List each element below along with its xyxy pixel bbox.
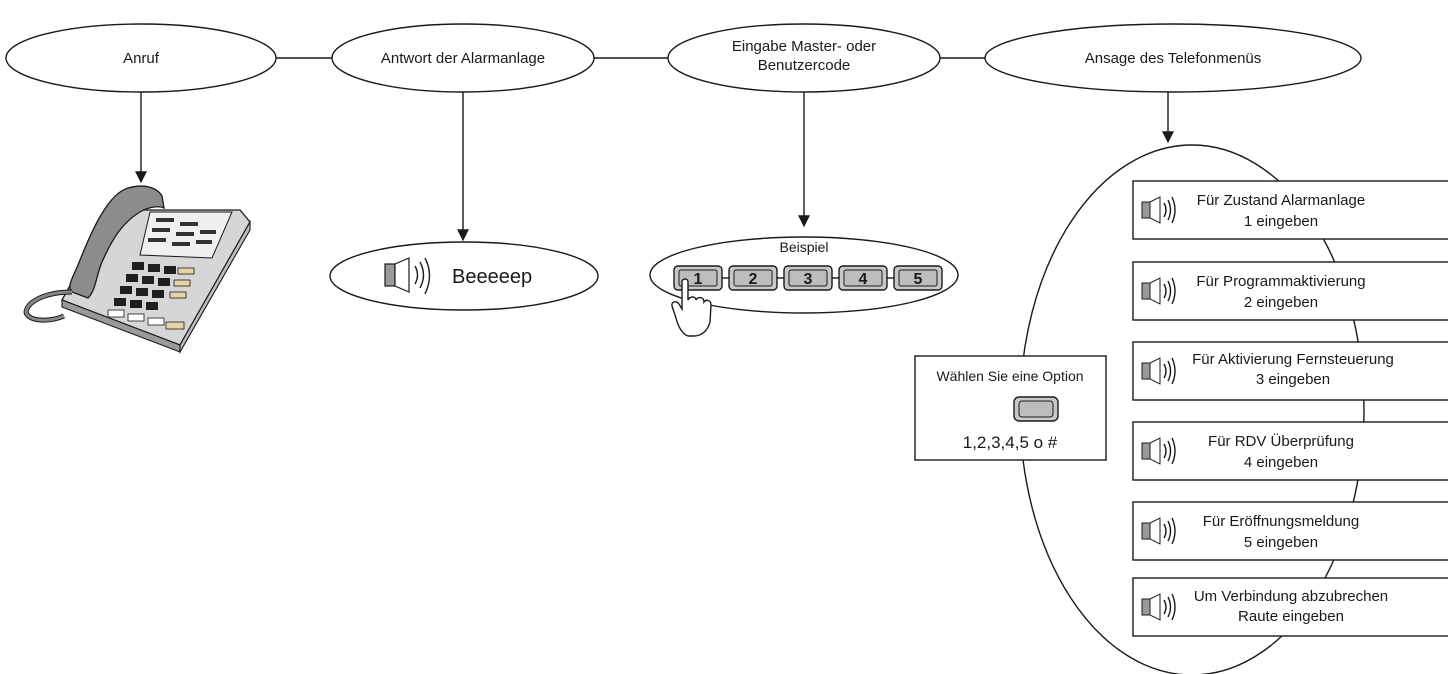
key-1: 1 (673, 265, 723, 291)
pointing-hand-icon (671, 278, 712, 337)
example-keypad: Beispiel 1 2 3 4 5 (649, 236, 959, 337)
menu-item-3-line1: Für Aktivierung Fernsteuerung (1192, 351, 1394, 368)
telephone-icon (23, 185, 251, 355)
svg-text:3: 3 (804, 271, 813, 288)
menu-item-1-line1: Für Zustand Alarmanlage (1197, 192, 1365, 209)
menu-item-5-line1: Für Eröffnungsmeldung (1203, 513, 1359, 530)
flow-arrows (135, 92, 1174, 242)
step-eingabe-label-2: Benutzercode (758, 57, 851, 74)
beep-bubble: Beeeeep (329, 241, 599, 311)
speaker-icon (1141, 437, 1176, 465)
menu-item-4-line1: Für RDV Überprüfung (1208, 432, 1354, 450)
speaker-icon (384, 257, 431, 295)
speaker-icon (1141, 357, 1176, 385)
speaker-icon (1141, 277, 1176, 305)
menu-item-4-line2: 4 eingeben (1244, 454, 1318, 471)
option-box: Wählen Sie eine Option 1,2,3,4,5 o # (914, 355, 1107, 461)
menu-item-1: Für Zustand Alarmanlage 1 eingeben (1132, 180, 1448, 240)
menu-item-5: Für Eröffnungsmeldung 5 eingeben (1132, 501, 1448, 561)
menu-item-2-line1: Für Programmaktivierung (1196, 273, 1365, 290)
menu-item-6: Um Verbindung abzubrechen Raute eingeben (1132, 577, 1448, 637)
step-eingabe-label-1: Eingabe Master- oder (732, 38, 876, 55)
beep-text: Beeeeep (452, 266, 532, 288)
menu-item-5-line2: 5 eingeben (1244, 534, 1318, 551)
step-anruf-label: Anruf (123, 50, 160, 67)
key-4: 4 (838, 265, 888, 291)
menu-item-6-line1: Um Verbindung abzubrechen (1194, 588, 1388, 605)
menu-item-3-line2: 3 eingeben (1256, 371, 1330, 388)
step-anruf: Anruf (5, 23, 277, 93)
option-box-title: Wählen Sie eine Option (936, 368, 1083, 384)
option-box-choices: 1,2,3,4,5 o # (963, 433, 1058, 452)
step-antwort: Antwort der Alarmanlage (331, 23, 595, 93)
menu-item-1-line2: 1 eingeben (1244, 213, 1318, 230)
speaker-icon (1141, 517, 1176, 545)
step-antwort-label: Antwort der Alarmanlage (381, 50, 545, 67)
example-label: Beispiel (779, 239, 828, 255)
svg-text:5: 5 (914, 271, 923, 288)
step-ansage: Ansage des Telefonmenüs (984, 23, 1362, 93)
key-button-icon (1013, 396, 1059, 422)
key-5: 5 (893, 265, 943, 291)
speaker-icon (1141, 593, 1176, 621)
menu-item-2: Für Programmaktivierung 2 eingeben (1132, 261, 1448, 321)
menu-item-3: Für Aktivierung Fernsteuerung 3 eingeben (1132, 341, 1448, 401)
svg-text:2: 2 (749, 271, 758, 288)
svg-text:1: 1 (694, 271, 703, 288)
menu-item-6-line2: Raute eingeben (1238, 608, 1344, 625)
menu-item-2-line2: 2 eingeben (1244, 294, 1318, 311)
step-eingabe: Eingabe Master- oder Benutzercode (667, 23, 941, 93)
menu-item-4: Für RDV Überprüfung 4 eingeben (1132, 421, 1448, 481)
key-3: 3 (783, 265, 833, 291)
svg-text:4: 4 (859, 271, 868, 288)
speaker-icon (1141, 196, 1176, 224)
key-2: 2 (728, 265, 778, 291)
step-ansage-label: Ansage des Telefonmenüs (1085, 50, 1262, 67)
